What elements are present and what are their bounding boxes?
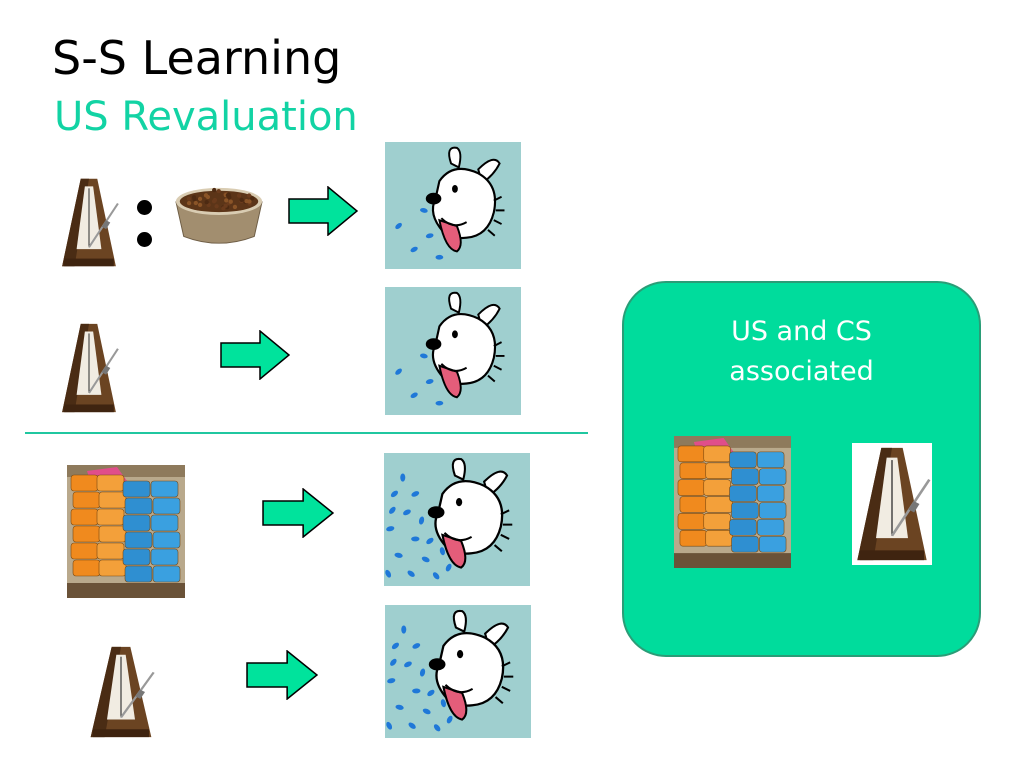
salivating-dog-icon xyxy=(385,287,521,415)
salivating-dog-icon xyxy=(385,142,521,269)
right-arrow-icon xyxy=(262,488,334,538)
right-arrow-icon xyxy=(288,186,358,236)
slide-subtitle: US Revaluation xyxy=(54,92,358,142)
panel-caption-line2: associated xyxy=(622,352,981,392)
salivating-dog-icon xyxy=(384,453,530,586)
right-arrow-icon xyxy=(220,330,290,380)
metronome-icon xyxy=(86,643,156,741)
dog-food-bowl-icon xyxy=(170,182,268,250)
pairing-colon xyxy=(132,192,156,252)
divider-line xyxy=(25,432,588,434)
dog-food-bags-icon xyxy=(67,465,185,598)
dog-food-bags-icon xyxy=(674,436,791,568)
right-arrow-icon xyxy=(246,650,318,700)
metronome-icon xyxy=(58,320,120,416)
panel-caption-line1: US and CS xyxy=(622,312,981,352)
metronome-icon xyxy=(852,443,932,565)
slide-title: S-S Learning xyxy=(52,28,341,88)
metronome-icon xyxy=(58,175,120,270)
salivating-dog-icon xyxy=(385,605,531,738)
panel-caption: US and CS associated xyxy=(622,312,981,392)
